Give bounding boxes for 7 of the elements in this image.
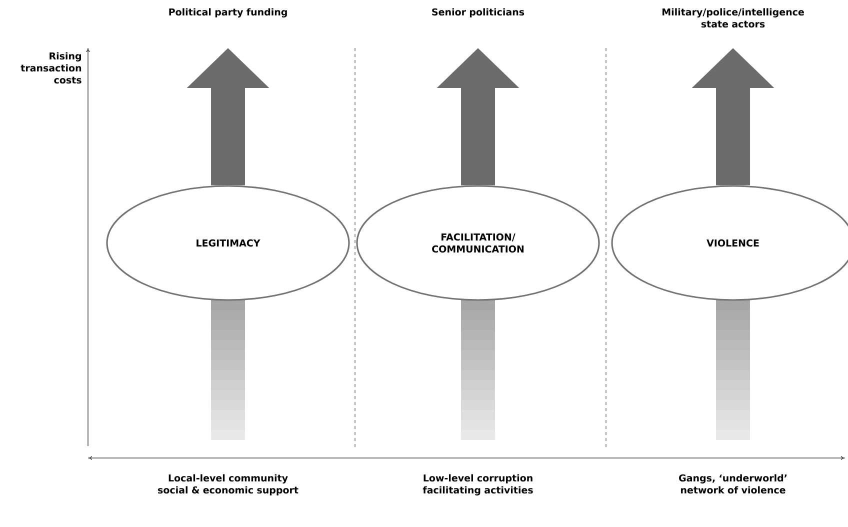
category-heading: Political party funding bbox=[169, 8, 287, 18]
category-label: Low-level corruption facilitating activities bbox=[422, 474, 533, 496]
category-label: Gangs, ‘underworld’ network of violence bbox=[679, 474, 786, 494]
category-heading: Military/police/intelligence state actors bbox=[662, 8, 804, 28]
category-heading: Senior politicians bbox=[432, 8, 524, 18]
category-label: Local-level community social & economic support bbox=[158, 474, 298, 496]
axis-label: Rising transaction costs bbox=[20, 52, 82, 84]
